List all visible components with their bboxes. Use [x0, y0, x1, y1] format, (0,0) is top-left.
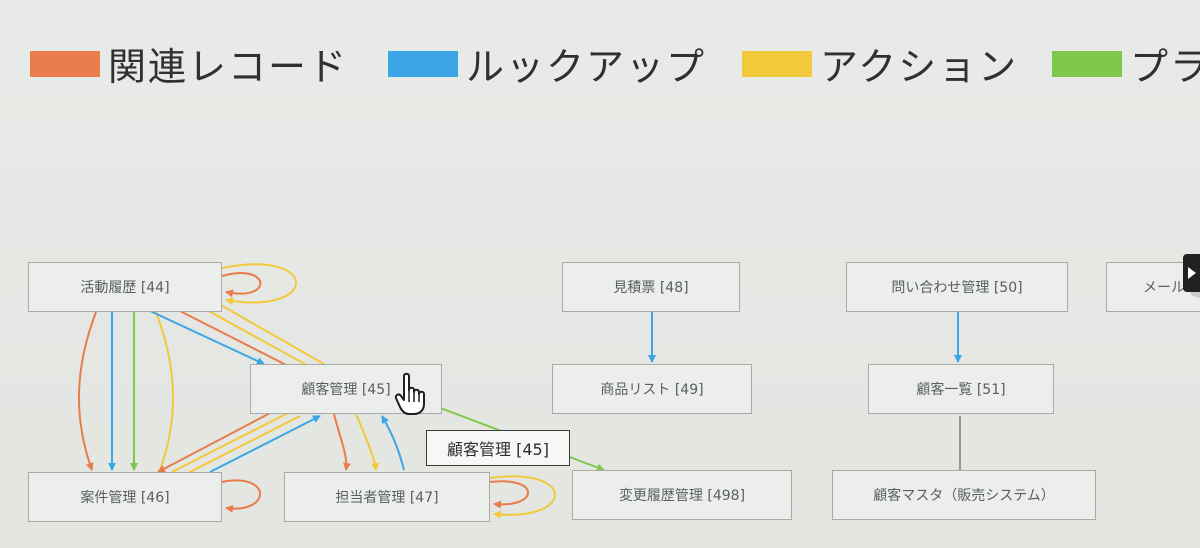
edge-activity-deal-yellow — [149, 304, 175, 471]
edge-self-loop-contact-yellow — [489, 475, 556, 519]
node-customer-list[interactable]: 顧客一覧 [51] — [868, 364, 1054, 414]
edge-activity-customer-blue — [147, 309, 265, 365]
legend-swatch-blue — [388, 50, 458, 77]
legend: 関連レコード ルックアップ アクション プラ — [0, 0, 1200, 110]
legend-swatch-green — [1052, 50, 1122, 77]
legend-item-action[interactable]: アクション — [742, 36, 1018, 91]
edge-customer-deal-yellow — [171, 411, 291, 473]
edge-activity-customer-yellow-2 — [203, 293, 325, 365]
edge-activity-deal-orange — [77, 304, 103, 471]
edge-customer-deal-orange — [157, 411, 273, 473]
node-customer-master[interactable]: 顧客マスタ（販売システム） — [832, 470, 1096, 520]
node-estimate[interactable]: 見積票 [48] — [562, 262, 740, 312]
legend-label: プラ — [1130, 45, 1200, 89]
node-product-list[interactable]: 商品リスト [49] — [552, 364, 752, 414]
legend-label: 関連レコード — [108, 45, 349, 89]
node-deal-mgmt[interactable]: 案件管理 [46] — [28, 472, 222, 522]
edge-activity-customer-orange — [169, 303, 301, 373]
edge-contact-customer-blue — [381, 415, 405, 471]
legend-label: ルックアップ — [466, 45, 707, 89]
edge-self-loop-deal-orange — [221, 479, 261, 513]
edge-self-loop-activity-yellow — [221, 263, 297, 306]
node-contact-mgmt[interactable]: 担当者管理 [47] — [284, 472, 490, 522]
node-inquiry-mgmt[interactable]: 問い合わせ管理 [50] — [846, 262, 1068, 312]
legend-item-related-record[interactable]: 関連レコード — [30, 36, 348, 91]
edge-customer-contact-yellow — [355, 413, 379, 471]
edge-self-loop-activity-orange — [221, 272, 262, 298]
node-activity-history[interactable]: 活動履歴 [44] — [28, 262, 222, 312]
edge-activity-customer-yellow-1 — [195, 303, 313, 369]
legend-item-lookup[interactable]: ルックアップ — [388, 36, 706, 91]
edge-deal-customer-blue — [209, 415, 321, 473]
legend-label: アクション — [820, 45, 1019, 89]
legend-swatch-yellow — [742, 50, 812, 77]
legend-item-plugin[interactable]: プラ — [1052, 36, 1200, 91]
legend-swatch-orange — [30, 50, 100, 77]
hover-tooltip: 顧客管理 [45] — [426, 430, 570, 466]
node-change-history[interactable]: 変更履歴管理 [498] — [572, 470, 792, 520]
edge-self-loop-contact-orange — [489, 480, 529, 509]
edge-customer-deal-yellow-2 — [185, 415, 301, 475]
scroll-right-button[interactable] — [1183, 254, 1200, 292]
hand-pointer-icon — [394, 372, 425, 415]
chevron-right-icon — [1187, 267, 1196, 279]
edge-customer-contact-orange — [333, 413, 351, 471]
